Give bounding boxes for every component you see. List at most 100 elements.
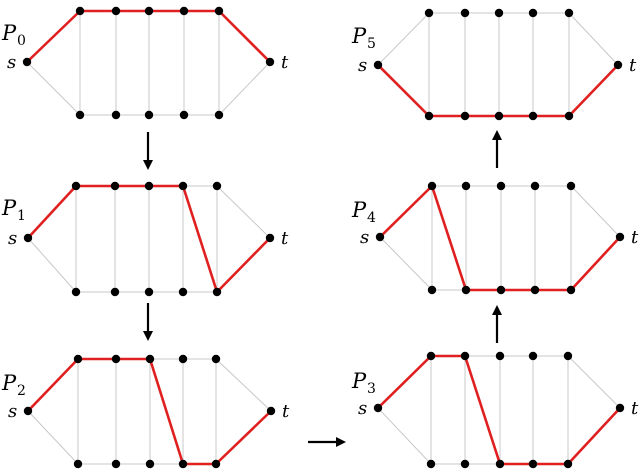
- node-t: [265, 233, 275, 243]
- target-label: t: [629, 55, 637, 76]
- node-top2: [461, 181, 471, 191]
- panel-label-letter: P: [1, 196, 17, 220]
- edge-s-bot1: [26, 61, 81, 116]
- edge-s-top1: [377, 12, 430, 66]
- node-top2: [460, 351, 470, 361]
- node-bot4: [528, 459, 538, 469]
- node-top3: [494, 8, 504, 18]
- edge-s-bot1: [27, 410, 79, 465]
- node-bot3: [496, 285, 506, 295]
- node-top1: [424, 8, 434, 18]
- panel-label-letter: P: [1, 21, 17, 45]
- panel-label-letter: P: [351, 369, 367, 393]
- node-bot1: [426, 459, 436, 469]
- arrow-p3-to-p4: [492, 305, 502, 343]
- node-top2: [111, 6, 121, 16]
- node-s: [22, 57, 32, 67]
- node-bot2: [110, 287, 120, 297]
- edge-top5-t: [568, 12, 619, 66]
- node-top3: [144, 6, 154, 16]
- node-top5: [211, 354, 221, 364]
- arrow-head: [336, 437, 346, 447]
- node-bot1: [424, 111, 434, 121]
- source-label: s: [358, 398, 367, 419]
- node-s: [375, 232, 385, 242]
- node-bot4: [528, 111, 538, 121]
- node-t: [613, 60, 623, 70]
- panel-label-letter: P: [351, 24, 367, 48]
- node-bot1: [75, 110, 85, 120]
- node-t: [615, 403, 625, 413]
- arrow-p0-to-p1: [143, 132, 153, 170]
- node-top1: [75, 6, 85, 16]
- node-top4: [178, 354, 188, 364]
- arrow-head: [492, 130, 502, 140]
- node-t: [615, 232, 625, 242]
- edge-top5-t: [215, 358, 272, 412]
- panel-label-index: 3: [367, 381, 376, 397]
- arrow-p1-to-p2: [143, 303, 153, 341]
- edge-bot5-t: [218, 61, 271, 116]
- panel-label-index: 1: [17, 208, 26, 224]
- arrow-head: [492, 305, 502, 315]
- arrow-head: [143, 160, 153, 170]
- edge-s-bot1: [379, 236, 433, 291]
- node-s: [373, 60, 383, 70]
- node-t: [266, 406, 276, 416]
- node-bot2: [460, 459, 470, 469]
- panel-label-index: 0: [17, 33, 26, 49]
- node-s: [373, 403, 383, 413]
- source-label: s: [8, 401, 17, 422]
- node-bot1: [71, 287, 81, 297]
- node-bot1: [73, 459, 83, 469]
- node-s: [23, 233, 33, 243]
- node-top4: [528, 351, 538, 361]
- panel-label-index: 4: [367, 210, 376, 226]
- node-bot5: [211, 459, 221, 469]
- node-top3: [495, 351, 505, 361]
- node-top1: [73, 354, 83, 364]
- node-bot1: [427, 285, 437, 295]
- node-bot4: [530, 285, 540, 295]
- node-bot3: [145, 459, 155, 469]
- node-top4: [178, 181, 188, 191]
- node-bot3: [494, 111, 504, 121]
- node-top3: [496, 181, 506, 191]
- edge-s-bot1: [27, 237, 77, 293]
- node-top3: [145, 354, 155, 364]
- edge-s-bot1: [377, 407, 432, 465]
- node-bot4: [179, 110, 189, 120]
- node-bot5: [564, 111, 574, 121]
- node-top5: [563, 351, 573, 361]
- source-label: s: [360, 227, 369, 248]
- node-top2: [111, 354, 121, 364]
- edge-top5-t: [570, 185, 621, 238]
- node-top5: [214, 6, 224, 16]
- arrow-p4-to-p5: [492, 130, 502, 168]
- edge-top5-t: [567, 355, 621, 409]
- panel-label-index: 2: [17, 383, 26, 399]
- node-bot5: [566, 285, 576, 295]
- source-label: s: [8, 228, 17, 249]
- node-top2: [110, 181, 120, 191]
- node-bot3: [495, 459, 505, 469]
- node-top1: [71, 181, 81, 191]
- node-bot5: [214, 110, 224, 120]
- target-label: t: [281, 228, 289, 249]
- node-t: [265, 57, 275, 67]
- node-bot2: [111, 110, 121, 120]
- node-top1: [426, 351, 436, 361]
- node-top5: [212, 181, 222, 191]
- node-s: [23, 406, 33, 416]
- node-bot5: [212, 287, 222, 297]
- node-top3: [144, 181, 154, 191]
- source-label: s: [358, 55, 367, 76]
- target-label: t: [631, 227, 639, 248]
- target-label: t: [282, 401, 290, 422]
- highlighted-path: [376, 63, 620, 118]
